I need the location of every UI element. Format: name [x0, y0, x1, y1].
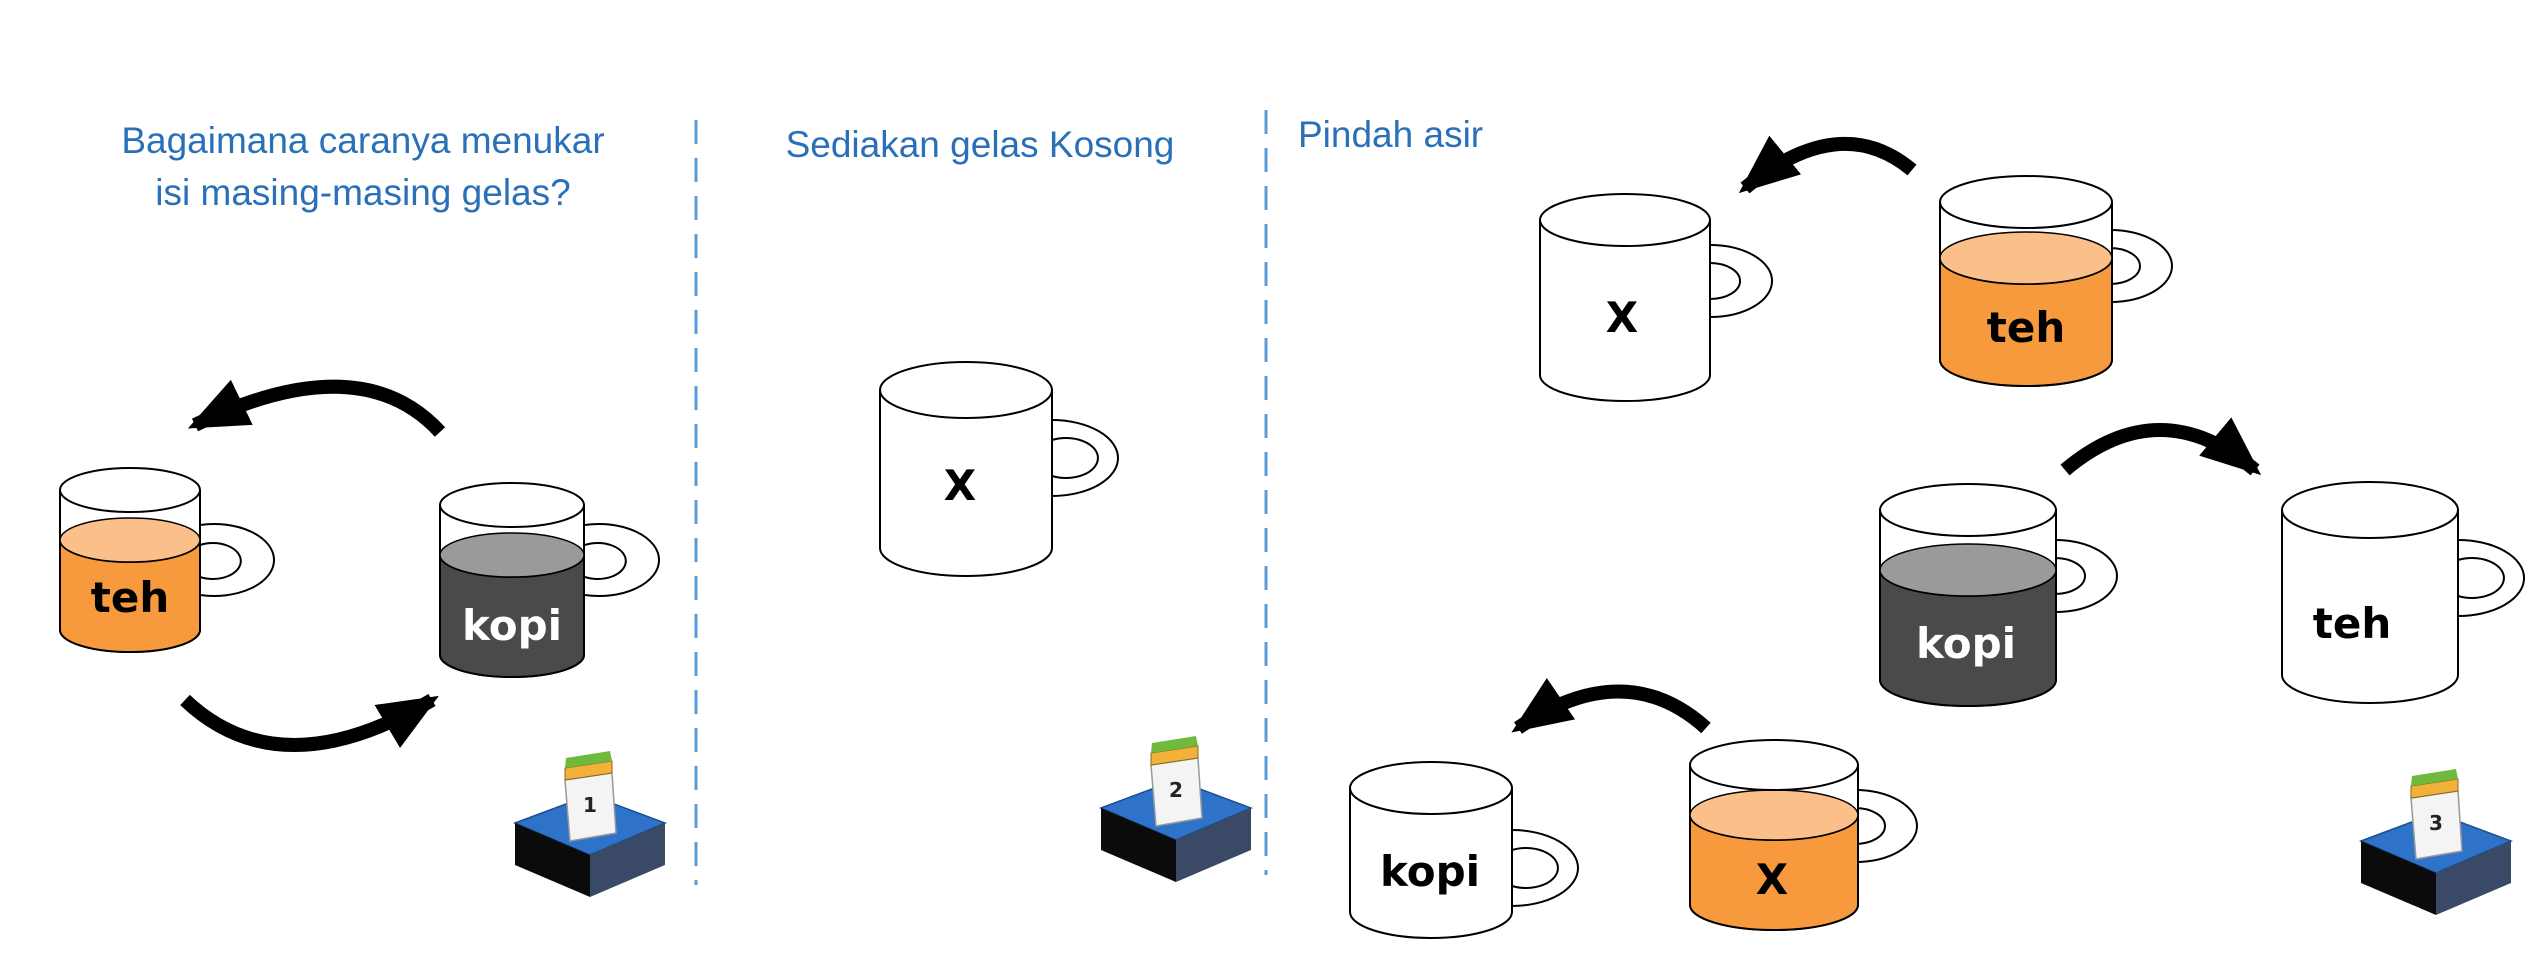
row2-arrow: [2060, 417, 2262, 476]
row3-arrow: [1511, 678, 1711, 734]
panel-2: Sediakan gelas Kosong X 2: [786, 124, 1254, 882]
row2-coffee-cup-label: kopi: [1916, 619, 2016, 668]
step-number-2: 2: [1169, 778, 1183, 802]
row2-coffee-cup: kopi: [1879, 483, 2118, 707]
step-badge-3: 3: [2358, 769, 2514, 915]
row3-tea-cup-label: X: [1756, 855, 1788, 904]
row1-tea-cup-label: teh: [1987, 303, 2065, 352]
arrow-coffee-to-tea: [187, 379, 446, 437]
arrow-tea-to-coffee: [180, 693, 439, 752]
row2-target-cup: teh: [2281, 481, 2525, 704]
row3-tea-cup: X: [1689, 739, 1918, 931]
step-badge-2: 2: [1098, 736, 1254, 882]
panel-3: Pindah asir X teh kopi: [1298, 114, 2525, 939]
row1-empty-cup-label: X: [1606, 293, 1638, 342]
step-badge-1: 1: [512, 751, 668, 897]
tea-cup: teh: [59, 467, 276, 653]
step-number-1: 1: [583, 793, 597, 817]
row2-target-cup-label: teh: [2313, 599, 2391, 648]
empty-cup: X: [879, 361, 1119, 577]
panel2-title: Sediakan gelas Kosong: [786, 124, 1175, 165]
row1-empty-cup: X: [1539, 193, 1773, 402]
coffee-cup-label: kopi: [462, 601, 562, 650]
step-number-3: 3: [2429, 811, 2443, 835]
coffee-cup: kopi: [439, 482, 661, 678]
empty-cup-label: X: [944, 461, 976, 510]
row1-arrow: [1738, 135, 1917, 194]
panel1-title-line1: Bagaimana caranya menukar: [121, 120, 604, 161]
panel3-title: Pindah asir: [1298, 114, 1483, 155]
panel1-title-line2: isi masing-masing gelas?: [155, 172, 570, 213]
tea-cup-label: teh: [91, 573, 169, 622]
row3-target-cup-label: kopi: [1380, 847, 1480, 896]
panel-1: Bagaimana caranya menukar isi masing-mas…: [59, 120, 668, 897]
row1-tea-cup: teh: [1939, 175, 2173, 387]
row3-target-cup: kopi: [1349, 761, 1579, 939]
